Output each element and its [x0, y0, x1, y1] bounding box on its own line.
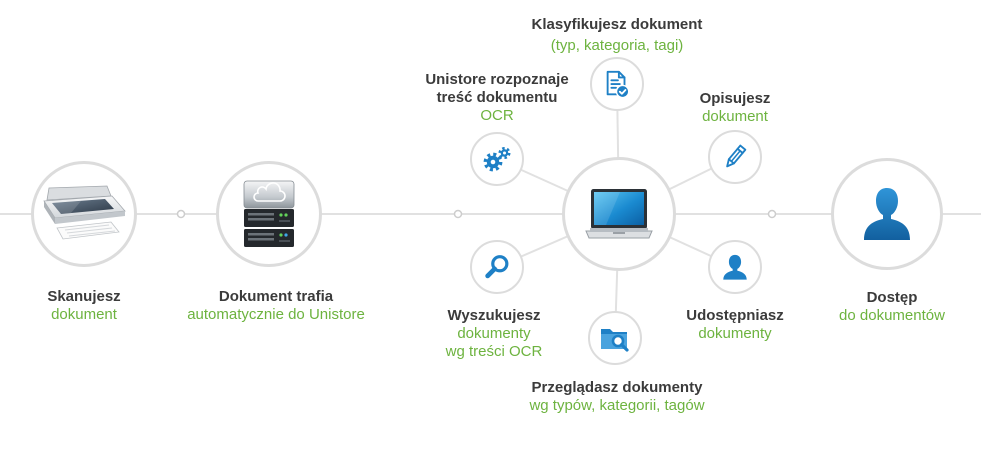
caption-title: Skanujesz — [47, 288, 121, 305]
caption-subtitle: dokumenty — [457, 325, 531, 342]
connector-dot — [767, 209, 777, 219]
scan-caption: Skanujesz dokument — [4, 288, 164, 324]
caption-title: Przeglądasz dokumenty — [531, 379, 703, 396]
caption-title: Unistore rozpoznaje — [425, 71, 569, 88]
caption-title: Wyszukujesz — [447, 307, 541, 324]
caption-subtitle: wg treści OCR — [445, 343, 543, 360]
user-icon — [723, 254, 747, 280]
server-cloud-icon — [243, 180, 295, 247]
access-caption: Dostęp do dokumentów — [812, 289, 972, 325]
caption-subtitle: dokument — [51, 306, 117, 323]
scanner-icon — [43, 185, 126, 240]
magnifier-icon — [485, 255, 509, 279]
search-caption: Wyszukujesz dokumenty wg treści OCR — [404, 307, 584, 361]
caption-title: Dokument trafia — [218, 288, 334, 305]
caption-title: treść dokumentu — [436, 89, 558, 106]
share-caption: Udostępniasz dokumenty — [645, 307, 825, 343]
caption-title: Udostępniasz — [686, 307, 784, 324]
scan-node — [31, 161, 137, 267]
caption-subtitle: dokument — [702, 108, 768, 125]
classify-caption: Klasyfikujesz dokument (typ, kategoria, … — [487, 14, 747, 56]
pencil-icon — [726, 144, 747, 168]
caption-subtitle: OCR — [480, 107, 514, 124]
ocr-caption: Unistore rozpoznaje treść dokumentu OCR — [397, 71, 597, 125]
access-node — [831, 158, 943, 270]
classify-node — [590, 57, 644, 111]
user-silhouette-icon — [864, 188, 910, 240]
connector-dot — [453, 209, 463, 219]
browse-caption: Przeglądasz dokumenty wg typów, kategori… — [487, 379, 747, 415]
folder-search-icon — [601, 329, 629, 352]
caption-subtitle: dokumenty — [698, 325, 772, 342]
browse-node — [588, 311, 642, 365]
gears-icon — [483, 147, 511, 172]
search-node — [470, 240, 524, 294]
connector-dot — [176, 209, 186, 219]
laptop-icon — [585, 189, 653, 239]
ocr-node — [470, 132, 524, 186]
caption-title: Opisujesz — [699, 90, 771, 107]
caption-title: Klasyfikujesz dokument — [531, 16, 703, 33]
caption-subtitle: do dokumentów — [839, 307, 945, 324]
caption-subtitle: (typ, kategoria, tagi) — [550, 37, 684, 54]
caption-subtitle: wg typów, kategorii, tagów — [529, 397, 705, 414]
hub-node — [562, 157, 676, 271]
share-node — [708, 240, 762, 294]
caption-title: Dostęp — [866, 289, 918, 306]
caption-subtitle: automatycznie do Unistore — [187, 306, 365, 323]
document-check-icon — [606, 70, 630, 99]
upload-node — [216, 161, 322, 267]
describe-caption: Opisujesz dokument — [645, 90, 825, 126]
upload-caption: Dokument trafia automatycznie do Unistor… — [156, 288, 396, 324]
describe-node — [708, 130, 762, 184]
